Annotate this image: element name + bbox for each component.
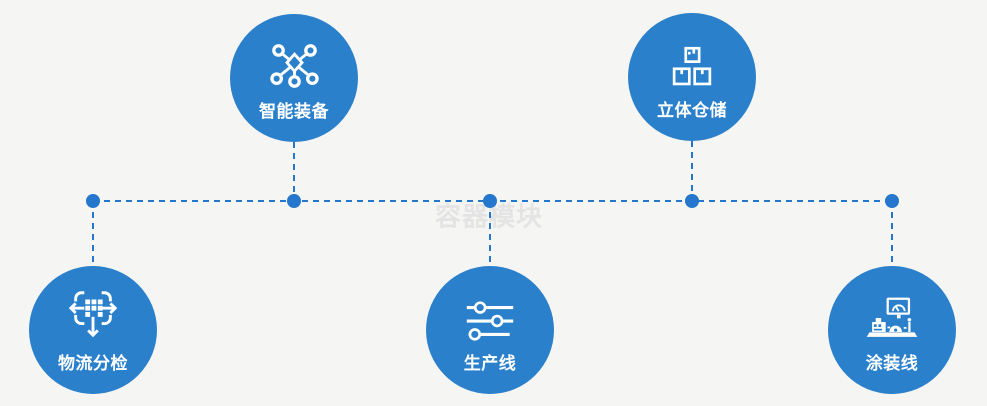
node-painting-line: 涂装线 [828, 266, 956, 394]
stacked-boxes-icon [667, 30, 717, 88]
node-smart-equipment: 智能装备 [230, 14, 358, 142]
dispatch-arrows-icon [66, 283, 120, 341]
connector-logistics [92, 201, 94, 266]
node-label: 立体仓储 [657, 101, 727, 120]
node-production-line: 生产线 [426, 266, 554, 394]
network-nodes-icon [268, 31, 321, 89]
junction-dot-painting-line [885, 194, 899, 208]
sliders-icon [465, 283, 515, 341]
node-label: 智能装备 [259, 102, 329, 121]
machine-station-icon [863, 283, 921, 341]
junction-dot-smart-equipment [287, 194, 301, 208]
connector-production-line [489, 201, 491, 266]
node-label: 生产线 [463, 354, 517, 373]
junction-dot-production-line [483, 194, 497, 208]
connector-smart-equipment [293, 142, 295, 201]
node-label: 物流分检 [58, 354, 128, 373]
node-label: 涂装线 [865, 354, 919, 373]
connector-warehouse [691, 141, 693, 201]
node-logistics: 物流分检 [29, 266, 157, 394]
junction-dot-warehouse [685, 194, 699, 208]
node-warehouse: 立体仓储 [628, 13, 756, 141]
connector-painting-line [891, 201, 893, 266]
junction-dot-logistics [86, 194, 100, 208]
